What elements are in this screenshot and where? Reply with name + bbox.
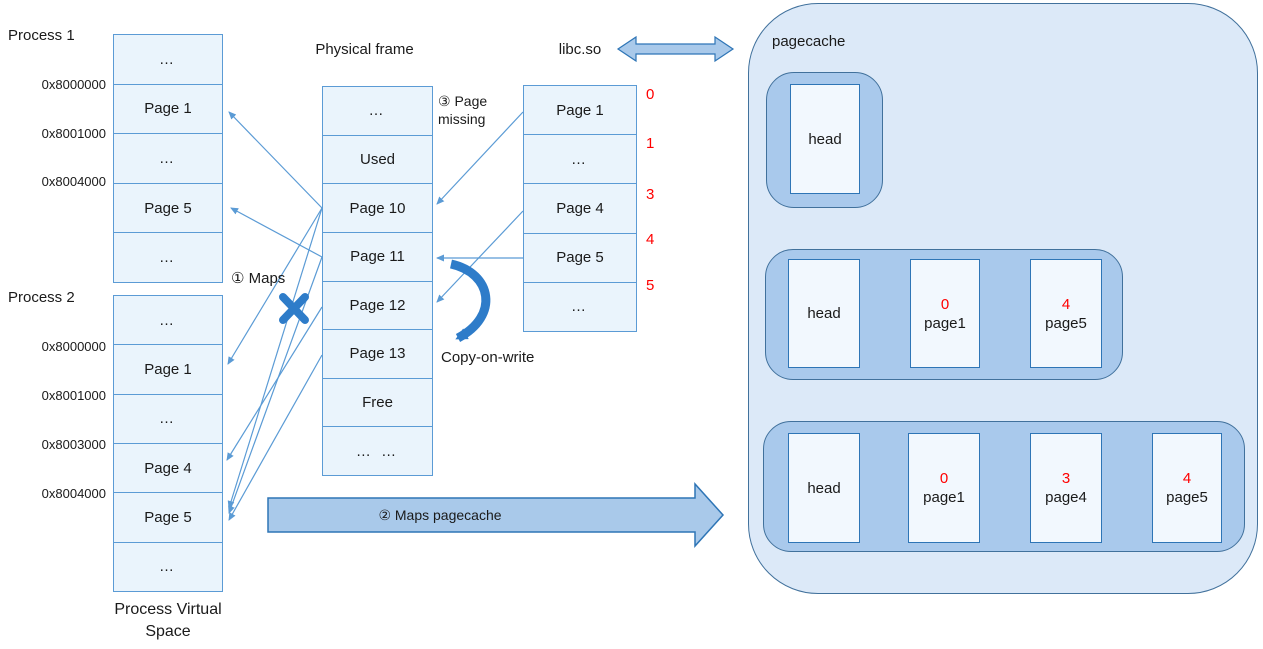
- table-cell: Page 4: [114, 443, 222, 494]
- mapping-arrow-page10-p2page5-broken: [227, 207, 323, 509]
- pagecache-page-node: 4 page5: [1152, 433, 1222, 543]
- page-missing-annotation: ③ Page missing: [438, 92, 487, 128]
- table-cell: Page 10: [323, 184, 432, 233]
- annotation-line: ③ Page: [438, 93, 488, 109]
- page-label: page1: [924, 314, 966, 332]
- file-offset-label: 5: [646, 277, 655, 294]
- copy-on-write-arrow: [449, 259, 491, 342]
- table-cell: …: [114, 542, 222, 591]
- copy-on-write-annotation: Copy-on-write: [441, 349, 535, 366]
- process1-column: … Page 1 … Page 5 …: [113, 34, 223, 283]
- broken-mapping-x-icon: [279, 293, 309, 324]
- page-offset: 4: [1061, 295, 1071, 313]
- page-offset: 0: [940, 295, 950, 313]
- physical-frame-column: … Used Page 10 Page 11 Page 12 Page 13 F…: [322, 86, 433, 476]
- pagecache-page-node: 3 page4: [1030, 433, 1102, 543]
- pagecache-head-node: head: [788, 259, 860, 368]
- table-cell: …: [114, 233, 222, 282]
- head-label: head: [808, 130, 842, 148]
- pagecache-title: pagecache: [772, 33, 846, 50]
- table-cell: …: [524, 282, 636, 332]
- maps-annotation: ① Maps: [231, 270, 286, 287]
- mapping-arrow-page11-p1page5: [230, 207, 323, 258]
- page-label: page4: [1045, 489, 1087, 506]
- table-cell: Free: [323, 378, 432, 428]
- mapping-arrow-page12-p2page4: [226, 306, 323, 461]
- address-label: 0x8003000: [41, 437, 106, 452]
- pagecache-page-node: 0 page1: [908, 433, 980, 543]
- table-cell: Page 1: [524, 86, 636, 136]
- head-label: head: [807, 305, 841, 322]
- table-cell: Page 13: [323, 330, 432, 379]
- address-label: 0x8004000: [41, 486, 106, 501]
- table-cell: Page 5: [524, 233, 636, 283]
- address-label: 0x8004000: [41, 174, 106, 189]
- table-cell: …: [323, 87, 432, 136]
- process2-column: … Page 1 … Page 4 Page 5 …: [113, 295, 223, 592]
- table-cell: Page 5: [114, 493, 222, 543]
- table-cell: Page 5: [114, 183, 222, 234]
- table-cell: …: [114, 296, 222, 346]
- table-cell: …: [114, 35, 222, 85]
- mapping-arrow-page13-p2page5: [228, 354, 323, 521]
- address-label: 0x8000000: [41, 339, 106, 354]
- file-offset-label: 1: [646, 135, 655, 152]
- mapping-arrow-page10-p1page1: [228, 111, 323, 209]
- annotation-line: missing: [438, 111, 486, 127]
- table-cell: …: [524, 135, 636, 185]
- address-label: 0x8001000: [41, 388, 106, 403]
- process1-title: Process 1: [8, 27, 75, 44]
- page-offset: 4: [1182, 470, 1192, 487]
- table-cell: Page 1: [114, 345, 222, 395]
- pagecache-page-node: 0 page1: [910, 259, 980, 368]
- libc-column: Page 1 … Page 4 Page 5 …: [523, 85, 637, 332]
- file-offset-label: 4: [646, 231, 655, 248]
- table-cell: …: [114, 134, 222, 184]
- page-offset: 0: [939, 470, 949, 487]
- file-offset-label: 0: [646, 86, 655, 103]
- caption-line: Process Virtual: [114, 601, 222, 618]
- page-label: page1: [923, 489, 965, 506]
- mapping-arrow-page11-p2page5: [228, 256, 323, 514]
- process2-title: Process 2: [8, 289, 75, 306]
- page-missing-arrows-group: [436, 111, 524, 303]
- table-cell: Page 1: [114, 84, 222, 135]
- file-offset-label: 3: [646, 186, 655, 203]
- table-cell: Used: [323, 135, 432, 185]
- pagecache-head-node: head: [788, 433, 860, 543]
- page-label: page5: [1166, 489, 1208, 506]
- pagecache-head-node: head: [790, 84, 860, 194]
- table-cell: Page 11: [323, 232, 432, 282]
- address-label: 0x8000000: [41, 77, 106, 92]
- libc-title: libc.so: [558, 41, 602, 58]
- table-cell: Page 4: [524, 184, 636, 234]
- table-cell: … …: [323, 427, 432, 475]
- table-cell: Page 12: [323, 281, 432, 331]
- page-missing-arrow-libcpage4-page12: [436, 210, 524, 303]
- pagecache-page-node: 4 page5: [1030, 259, 1102, 368]
- table-cell: …: [114, 394, 222, 444]
- page-offset: 3: [1061, 470, 1071, 487]
- maps-pagecache-annotation: ② Maps pagecache: [378, 507, 502, 523]
- maps-arrows-group: [226, 111, 323, 521]
- physical-frame-title: Physical frame: [315, 41, 414, 58]
- caption-line: Space: [145, 623, 191, 640]
- address-label: 0x8001000: [41, 126, 106, 141]
- process-virtual-space-caption: Process Virtual Space: [98, 599, 238, 643]
- head-label: head: [807, 479, 841, 497]
- page-label: page5: [1045, 314, 1087, 332]
